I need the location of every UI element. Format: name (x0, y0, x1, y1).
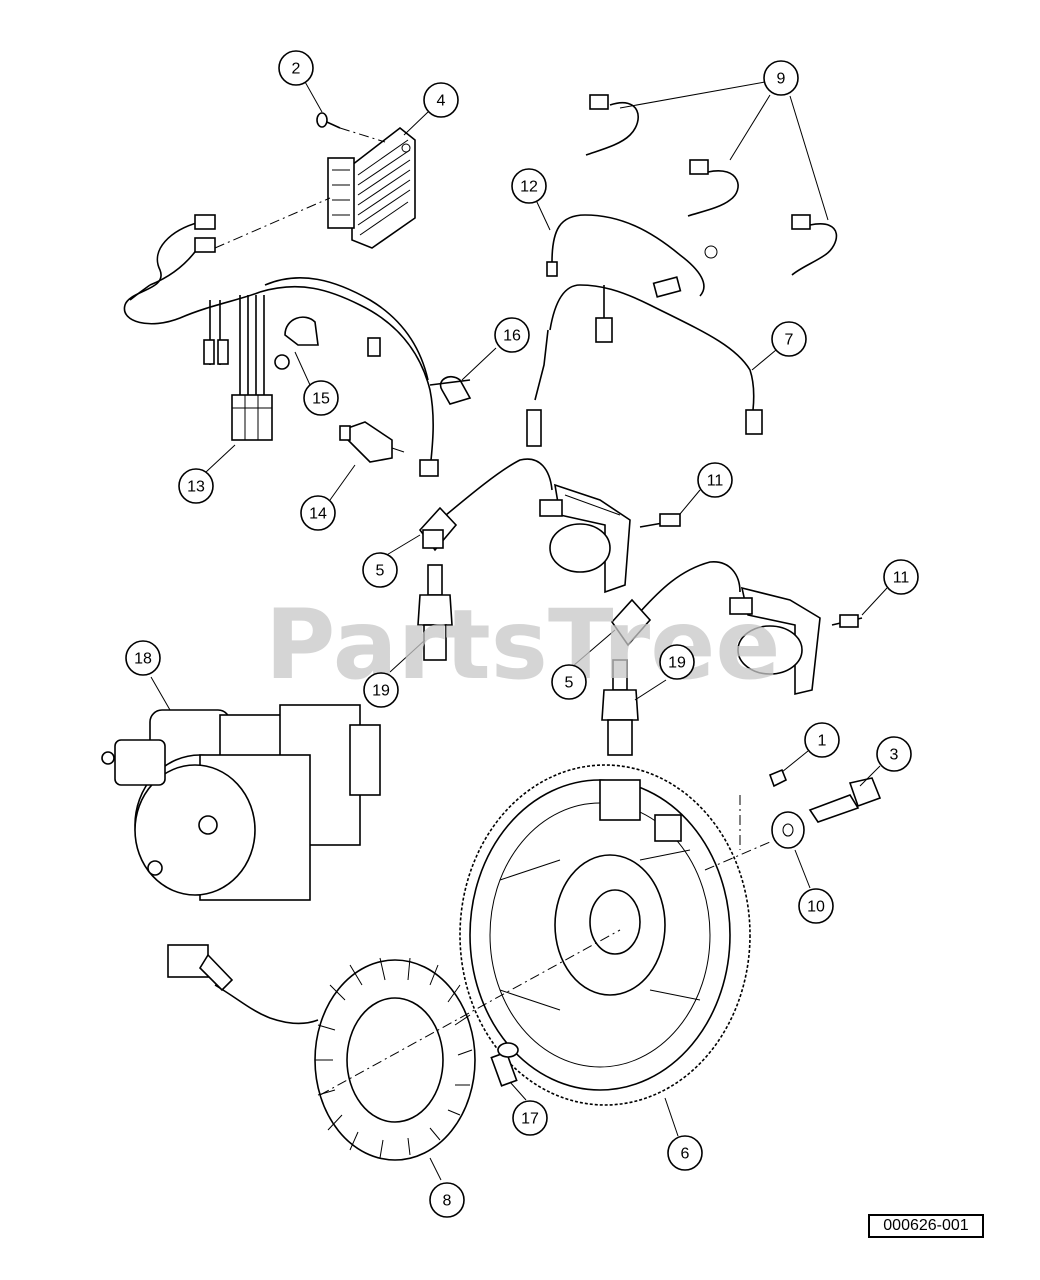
callout-1: 1 (804, 722, 840, 758)
callout-12: 12 (511, 168, 547, 204)
callout-11: 11 (883, 559, 919, 595)
callout-circle (512, 1100, 548, 1136)
callout-number: 11 (893, 570, 910, 587)
flywheel-hardware (490, 768, 882, 1087)
callout-circle (303, 380, 339, 416)
callout-circle (667, 1135, 703, 1171)
callout-circle (300, 495, 336, 531)
starter-motor (101, 704, 381, 901)
harness-clamp (274, 316, 319, 370)
callout-11: 11 (697, 462, 733, 498)
callout-number: 2 (292, 61, 301, 78)
callout-number: 17 (521, 1111, 539, 1128)
callout-circle (883, 559, 919, 595)
callout-17: 17 (512, 1100, 548, 1136)
callout-circle (659, 644, 695, 680)
callout-number: 6 (681, 1146, 690, 1163)
callout-circle (178, 468, 214, 504)
callout-number: 18 (134, 651, 152, 668)
callout-number: 7 (785, 332, 794, 349)
callout-19: 19 (363, 672, 399, 708)
callout-number: 3 (890, 747, 899, 764)
callout-19: 19 (659, 644, 695, 680)
callout-circle (362, 552, 398, 588)
callout-16: 16 (494, 317, 530, 353)
ignition-coil-lower (610, 561, 863, 696)
flywheel (459, 764, 751, 1106)
callout-10: 10 (798, 888, 834, 924)
callout-circle (494, 317, 530, 353)
callout-number: 10 (807, 899, 825, 916)
callout-circle (804, 722, 840, 758)
callout-2: 2 (278, 50, 314, 86)
callout-6: 6 (667, 1135, 703, 1171)
callout-circle (798, 888, 834, 924)
callout-14: 14 (300, 495, 336, 531)
callout-number: 11 (707, 473, 724, 490)
ignition-wires (526, 214, 763, 447)
callout-number: 19 (372, 683, 390, 700)
callout-15: 15 (303, 380, 339, 416)
callout-number: 9 (777, 71, 786, 88)
assembly-centerline (319, 929, 621, 1096)
voltage-regulator (316, 112, 416, 249)
callout-circle (551, 664, 587, 700)
cable-tie-clip (429, 375, 472, 405)
callout-circle (125, 640, 161, 676)
callout-number: 8 (443, 1193, 452, 1210)
stator (167, 944, 476, 1161)
watermark-text: PartsTree (265, 589, 780, 701)
callout-circle (429, 1182, 465, 1218)
callout-circle (511, 168, 547, 204)
callout-number: 1 (818, 733, 827, 750)
callout-4: 4 (423, 82, 459, 118)
callout-number: 5 (565, 675, 574, 692)
callout-number: 14 (309, 506, 327, 523)
spark-plug-upper (417, 564, 453, 661)
wiring-harness (123, 197, 439, 477)
callout-number: 16 (503, 328, 521, 345)
callout-9: 9 (763, 60, 799, 96)
callout-5: 5 (362, 552, 398, 588)
reference-code: 000626-001 (868, 1214, 984, 1238)
callout-circle (771, 321, 807, 357)
leader-lines (150, 79, 888, 1181)
callout-circle (278, 50, 314, 86)
oil-pressure-switch (339, 421, 405, 463)
callout-number: 15 (312, 391, 330, 408)
callout-18: 18 (125, 640, 161, 676)
cable-ties (585, 94, 838, 276)
callout-5: 5 (551, 664, 587, 700)
callout-number: 5 (376, 563, 385, 580)
callout-13: 13 (178, 468, 214, 504)
callout-8: 8 (429, 1182, 465, 1218)
callout-circle (763, 60, 799, 96)
spark-plug-lower (601, 659, 639, 756)
callout-circle (876, 736, 912, 772)
callout-number: 13 (187, 479, 205, 496)
callout-circle (697, 462, 733, 498)
callout-number: 19 (668, 655, 686, 672)
ignition-coil-upper (418, 458, 681, 594)
callout-circle (423, 82, 459, 118)
callout-3: 3 (876, 736, 912, 772)
callout-number: 4 (437, 93, 446, 110)
callout-number: 12 (520, 179, 538, 196)
callout-7: 7 (771, 321, 807, 357)
callout-circle (363, 672, 399, 708)
